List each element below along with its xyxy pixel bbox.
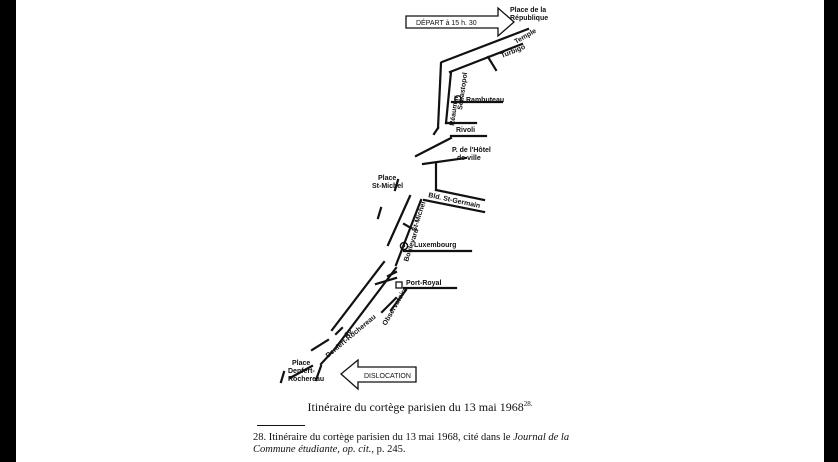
depart-label: DÉPART à 15 h. 30	[416, 18, 477, 27]
port-royal-label: Port-Royal	[406, 280, 441, 287]
footnote-journal-title-cont: la Commune étudiante, op. cit.	[253, 432, 570, 455]
place-republique-line2: République	[510, 15, 548, 22]
denfert-avenue-label: Denfert-Rochereau	[325, 314, 378, 360]
route-map: DÉPART à 15 h. 30 DISLOCATION Place de l…	[279, 6, 548, 391]
rambuteau-label: Rambuteau	[466, 97, 504, 104]
dislocation-arrow: DISLOCATION	[339, 358, 417, 391]
place-denfert-line2: Denfert-	[288, 368, 316, 375]
av-label: Av.	[343, 328, 355, 340]
footnote-journal-title: Journal de	[513, 432, 559, 443]
metro-rambuteau-icon	[454, 95, 462, 103]
dislocation-label: DISLOCATION	[364, 373, 411, 380]
hotel-de-ville-line1: P. de l'Hôtel	[452, 147, 491, 154]
observatoire-label: Observatoire	[382, 286, 410, 327]
station-port-royal-icon	[395, 281, 403, 289]
place-st-michel-line2: St-Michel	[372, 183, 403, 190]
place-republique-line1: Place de la	[510, 7, 546, 14]
depart-arrow: DÉPART à 15 h. 30	[405, 6, 515, 38]
map-caption: Itinéraire du cortège parisien du 13 mai…	[307, 400, 533, 414]
route-lines	[279, 27, 530, 384]
reaumur-label: Réaumur	[449, 95, 460, 126]
metro-luxembourg-icon	[399, 241, 409, 251]
place-st-michel-line1: Place	[378, 175, 396, 182]
document-page: DÉPART à 15 h. 30 DISLOCATION Place de l…	[16, 0, 824, 462]
hotel-de-ville-line2: de ville	[457, 155, 481, 162]
caption-footnote-ref: 28.	[523, 400, 533, 408]
turbigo-label: Turbigo	[500, 44, 526, 60]
place-denfert-line3: Rochereau	[288, 376, 324, 383]
footnote-divider	[257, 425, 305, 426]
luxembourg-label: Luxembourg	[414, 242, 456, 249]
place-denfert-line1: Place	[292, 360, 310, 367]
rivoli-label: Rivoli	[456, 127, 475, 134]
footnote: 28. Itinéraire du cortège parisien du 13…	[253, 432, 570, 455]
